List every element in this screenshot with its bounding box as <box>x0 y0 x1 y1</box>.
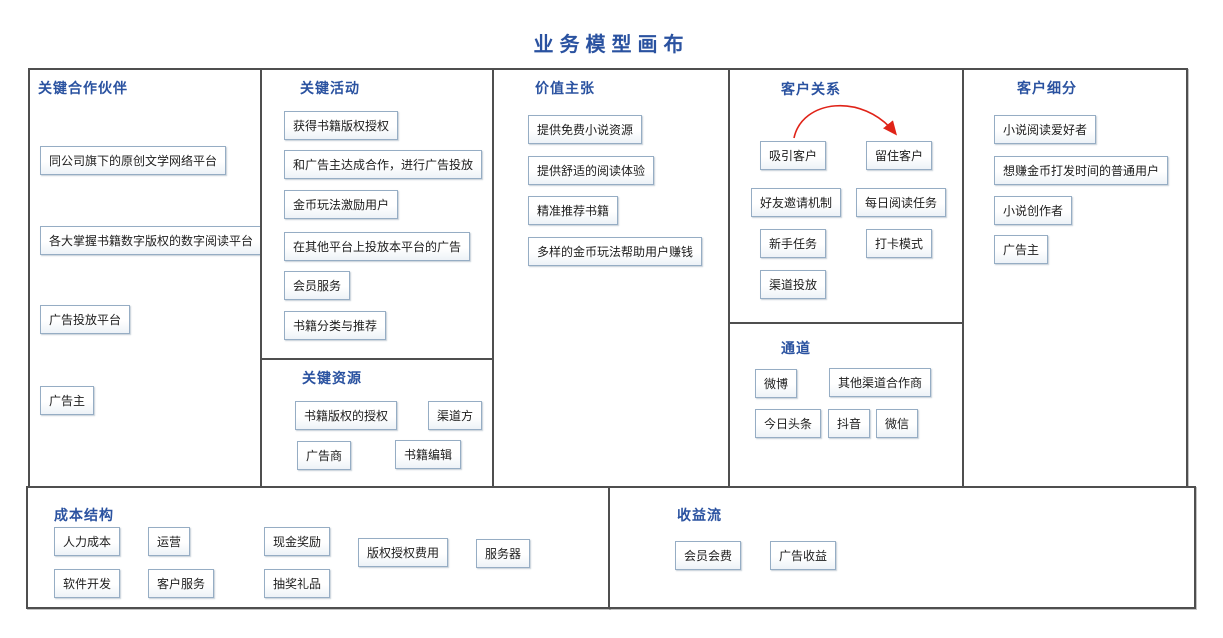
node-value-proposition: 提供舒适的阅读体验 <box>528 156 655 185</box>
node-key-resource: 广告商 <box>297 441 352 470</box>
node-key-resource: 书籍编辑 <box>395 440 462 469</box>
node-cost: 现金奖励 <box>264 527 331 556</box>
panel-key-activities: 关键活动 获得书籍版权授权 和广告主达成合作，进行广告投放 金币玩法激励用户 在… <box>260 68 494 360</box>
panel-key-resources: 关键资源 书籍版权的授权 渠道方 广告商 书籍编辑 <box>260 358 494 488</box>
node-customer-relationship: 新手任务 <box>760 229 827 258</box>
panel-value-propositions: 价值主张 提供免费小说资源 提供舒适的阅读体验 精准推荐书籍 多样的金币玩法帮助… <box>492 68 730 488</box>
node-channel: 其他渠道合作商 <box>829 368 932 397</box>
node-customer-relationship: 留住客户 <box>866 141 933 170</box>
node-key-activity: 金币玩法激励用户 <box>284 190 399 219</box>
panel-revenue-streams: 收益流 会员会费 广告收益 <box>608 486 1196 609</box>
panel-title-key-resources: 关键资源 <box>302 370 362 386</box>
panel-title-cost-structure: 成本结构 <box>54 507 114 523</box>
panel-customer-segments: 客户细分 小说阅读爱好者 想赚金币打发时间的普通用户 小说创作者 广告主 <box>962 68 1188 488</box>
node-value-proposition: 精准推荐书籍 <box>528 196 619 225</box>
node-cost: 人力成本 <box>54 527 121 556</box>
panel-channels: 通道 微博 其他渠道合作商 今日头条 抖音 微信 <box>728 322 964 488</box>
node-customer-relationship: 打卡模式 <box>866 229 933 258</box>
node-key-activity: 会员服务 <box>284 271 351 300</box>
panel-title-key-partners: 关键合作伙伴 <box>38 80 128 96</box>
node-cost: 服务器 <box>476 539 531 568</box>
node-revenue: 广告收益 <box>770 541 837 570</box>
node-key-activity: 和广告主达成合作，进行广告投放 <box>284 150 483 179</box>
panel-title-revenue-streams: 收益流 <box>677 507 722 523</box>
node-customer-relationship: 吸引客户 <box>760 141 827 170</box>
node-cost: 版权授权费用 <box>358 538 449 567</box>
node-revenue: 会员会费 <box>675 541 742 570</box>
panel-title-customer-segments: 客户细分 <box>1017 80 1077 96</box>
node-key-activity: 获得书籍版权授权 <box>284 111 399 140</box>
node-value-proposition: 多样的金币玩法帮助用户赚钱 <box>528 237 703 266</box>
node-channel: 今日头条 <box>755 409 822 438</box>
node-key-resource: 书籍版权的授权 <box>295 401 398 430</box>
node-cost: 客户服务 <box>148 569 215 598</box>
node-customer-segment: 小说阅读爱好者 <box>994 115 1097 144</box>
node-customer-relationship: 渠道投放 <box>760 270 827 299</box>
node-cost: 软件开发 <box>54 569 121 598</box>
node-customer-relationship: 每日阅读任务 <box>856 188 947 217</box>
panel-title-key-activities: 关键活动 <box>300 80 360 96</box>
node-key-partner: 广告投放平台 <box>40 305 131 334</box>
panel-title-channels: 通道 <box>781 340 811 356</box>
node-key-partner: 广告主 <box>40 386 95 415</box>
node-channel: 抖音 <box>828 409 871 438</box>
panel-title-value-propositions: 价值主张 <box>535 80 595 96</box>
node-key-activity: 书籍分类与推荐 <box>284 311 387 340</box>
node-channel: 微信 <box>876 409 919 438</box>
node-value-proposition: 提供免费小说资源 <box>528 115 643 144</box>
panel-customer-relationships: 客户关系 吸引客户 留住客户 好友邀请机制 每日阅读任务 新手任务 打卡模式 渠… <box>728 68 964 324</box>
node-key-partner: 同公司旗下的原创文学网络平台 <box>40 146 227 175</box>
canvas-title: 业务模型画布 <box>533 34 690 56</box>
node-cost: 运营 <box>148 527 191 556</box>
node-customer-relationship: 好友邀请机制 <box>751 188 842 217</box>
node-key-resource: 渠道方 <box>428 401 483 430</box>
panel-cost-structure: 成本结构 人力成本 运营 现金奖励 版权授权费用 服务器 软件开发 客户服务 抽… <box>26 486 610 609</box>
node-channel: 微博 <box>755 369 798 398</box>
node-customer-segment: 小说创作者 <box>994 196 1073 225</box>
attract-to-retain-arrow <box>793 104 898 139</box>
node-customer-segment: 想赚金币打发时间的普通用户 <box>994 156 1169 185</box>
node-cost: 抽奖礼品 <box>264 569 331 598</box>
node-key-partner: 各大掌握书籍数字版权的数字阅读平台 <box>40 226 263 255</box>
node-customer-segment: 广告主 <box>994 235 1049 264</box>
panel-key-partners: 关键合作伙伴 同公司旗下的原创文学网络平台 各大掌握书籍数字版权的数字阅读平台 … <box>28 68 263 488</box>
panel-title-customer-relationships: 客户关系 <box>781 81 841 97</box>
node-key-activity: 在其他平台上投放本平台的广告 <box>284 232 471 261</box>
